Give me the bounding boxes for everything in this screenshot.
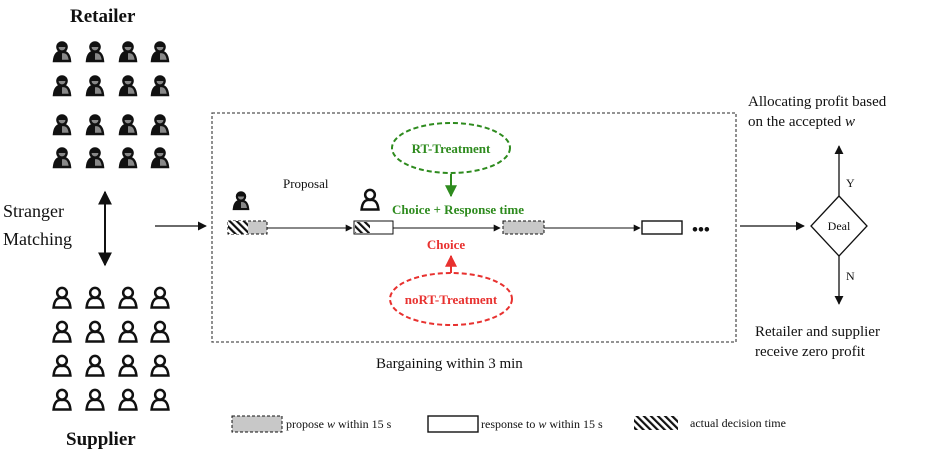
no-label: N xyxy=(846,269,855,283)
retailer-title: Retailer xyxy=(70,6,136,27)
retailer-person-icon xyxy=(52,114,72,136)
retailer-person-icon xyxy=(232,191,250,211)
actual-time-fill-1 xyxy=(228,221,248,234)
supplier-person-icon xyxy=(85,354,105,377)
yes-label: Y xyxy=(846,176,855,190)
zero-profit-line-1: Retailer and supplier xyxy=(755,324,880,340)
supplier-person-icon xyxy=(150,354,170,377)
bargaining-caption: Bargaining within 3 min xyxy=(376,356,523,372)
matching-label: Matching xyxy=(3,229,72,249)
supplier-person-icon xyxy=(118,320,138,343)
retailer-person-icon xyxy=(85,147,105,169)
supplier-person-icon xyxy=(150,320,170,343)
supplier-person-icon xyxy=(118,286,138,309)
legend-response-text: response to w within 15 s xyxy=(481,417,603,431)
proposal-label: Proposal xyxy=(283,176,329,191)
retailer-person-icon xyxy=(150,147,170,169)
supplier-person-icon xyxy=(150,286,170,309)
retailer-person-icon xyxy=(85,41,105,63)
allocating-line-1: Allocating profit based xyxy=(748,94,887,110)
retailer-person-icon xyxy=(52,41,72,63)
allocating-line-2: on the accepted w xyxy=(748,114,856,130)
supplier-person-icon xyxy=(52,354,72,377)
response-box-4 xyxy=(641,220,683,235)
legend-response-swatch xyxy=(427,415,479,433)
nort-treatment-label: noRT-Treatment xyxy=(405,292,498,307)
retailer-person-icon xyxy=(150,41,170,63)
retailer-person-icon xyxy=(118,75,138,97)
supplier-person-icon xyxy=(150,388,170,411)
supplier-person-icon xyxy=(52,388,72,411)
actual-time-fill-2 xyxy=(355,222,370,233)
retailer-person-icon xyxy=(52,147,72,169)
supplier-person-icon xyxy=(85,320,105,343)
retailer-person-icon xyxy=(150,75,170,97)
supplier-person-icon xyxy=(360,188,380,211)
legend-propose-swatch xyxy=(231,415,283,433)
bargaining-frame xyxy=(211,112,737,343)
supplier-person-icon xyxy=(85,388,105,411)
legend-actual-swatch xyxy=(634,416,678,430)
retailer-person-icon xyxy=(85,75,105,97)
stranger-label: Stranger xyxy=(3,201,64,221)
retailer-person-icon xyxy=(52,75,72,97)
retailer-person-icon xyxy=(118,114,138,136)
supplier-person-icon xyxy=(118,354,138,377)
propose-box-3 xyxy=(502,220,545,235)
supplier-title: Supplier xyxy=(66,429,136,450)
retailer-person-icon xyxy=(85,114,105,136)
supplier-person-icon xyxy=(360,188,380,211)
choice-label: Choice xyxy=(427,237,466,252)
rt-treatment-ellipse xyxy=(391,122,511,174)
supplier-person-icon xyxy=(118,388,138,411)
ellipsis-dots: ••• xyxy=(692,220,710,239)
retailer-person-icon xyxy=(118,147,138,169)
zero-profit-line-2: receive zero profit xyxy=(755,344,865,360)
supplier-person-icon xyxy=(52,320,72,343)
choice-response-label: Choice + Response time xyxy=(392,202,524,217)
supplier-icon-grid xyxy=(52,286,170,411)
retailer-person-icon xyxy=(118,41,138,63)
deal-label: Deal xyxy=(828,219,851,233)
supplier-person-icon xyxy=(85,286,105,309)
legend-actual-text: actual decision time xyxy=(690,416,786,430)
legend-propose-text: propose w within 15 s xyxy=(286,417,392,431)
retailer-person-icon xyxy=(232,191,250,211)
retailer-person-icon xyxy=(150,114,170,136)
rt-treatment-label: RT-Treatment xyxy=(412,141,491,156)
retailer-icon-grid xyxy=(52,41,170,169)
supplier-person-icon xyxy=(52,286,72,309)
